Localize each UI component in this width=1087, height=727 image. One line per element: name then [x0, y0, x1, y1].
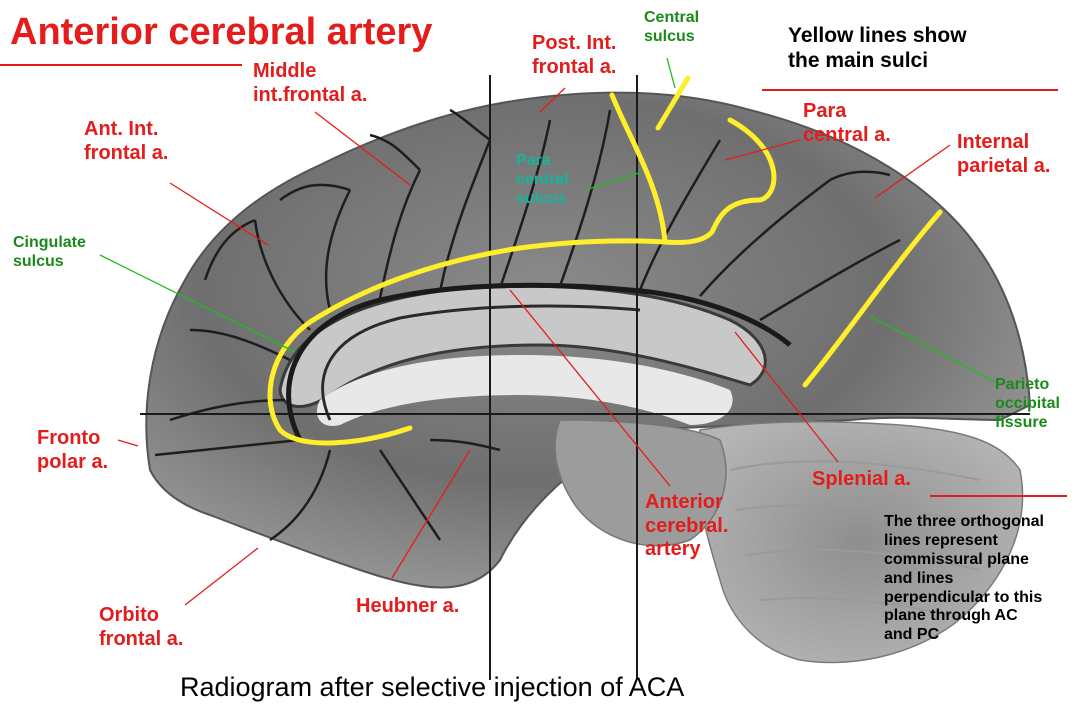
label-middle-int-frontal: Middle int.frontal a.: [253, 60, 368, 106]
para-central-sulcus-line: [609, 92, 668, 245]
cerebellum: [696, 420, 1024, 664]
cortical-branches: [154, 108, 901, 542]
parieto-occipital-fissure-line: [802, 209, 943, 388]
orthogonal-lines: [140, 75, 1030, 680]
label-internal-parietal: Internal parietal a.: [957, 131, 1051, 177]
label-para-central-sulcus: Para central sulcus: [516, 152, 569, 207]
label-splenial: Splenial a.: [812, 468, 911, 490]
brainstem: [554, 419, 727, 547]
label-heubner: Heubner a.: [356, 595, 460, 617]
label-cingulate-sulcus: Cingulate sulcus: [13, 234, 86, 270]
central-sulcus-line: [655, 75, 691, 131]
yellow-lines-note: Yellow lines show the main sulci: [788, 24, 967, 72]
red-pointers: [117, 87, 951, 606]
label-para-central-a: Para central a.: [803, 100, 891, 146]
label-post-int-frontal: Post. Int. frontal a.: [532, 32, 617, 78]
label-anterior-cerebral-artery: Anterior cerebral. artery: [645, 491, 729, 561]
cingulate-sulcus-line: [267, 117, 777, 446]
figure-caption: Radiogram after selective injection of A…: [180, 672, 685, 702]
label-ant-int-frontal: Ant. Int. frontal a.: [84, 118, 169, 164]
green-pointers: [99, 57, 996, 383]
ortho-note-rule: [930, 495, 1067, 497]
label-central-sulcus: Central sulcus: [644, 9, 700, 45]
label-fronto-polar: Fronto polar a.: [37, 427, 109, 473]
title-underline: [0, 64, 242, 66]
sulci-lines: [267, 75, 943, 446]
page-title: Anterior cerebral artery: [10, 11, 433, 53]
label-parieto-occipital-fissure: Parieto occipital fissure: [995, 376, 1060, 431]
orthogonal-lines-note: The three orthogonal lines represent com…: [884, 513, 1044, 644]
yellow-note-underline: [762, 89, 1058, 91]
pericallosal-artery: [286, 282, 792, 442]
label-orbito-frontal: Orbito frontal a.: [99, 604, 184, 650]
